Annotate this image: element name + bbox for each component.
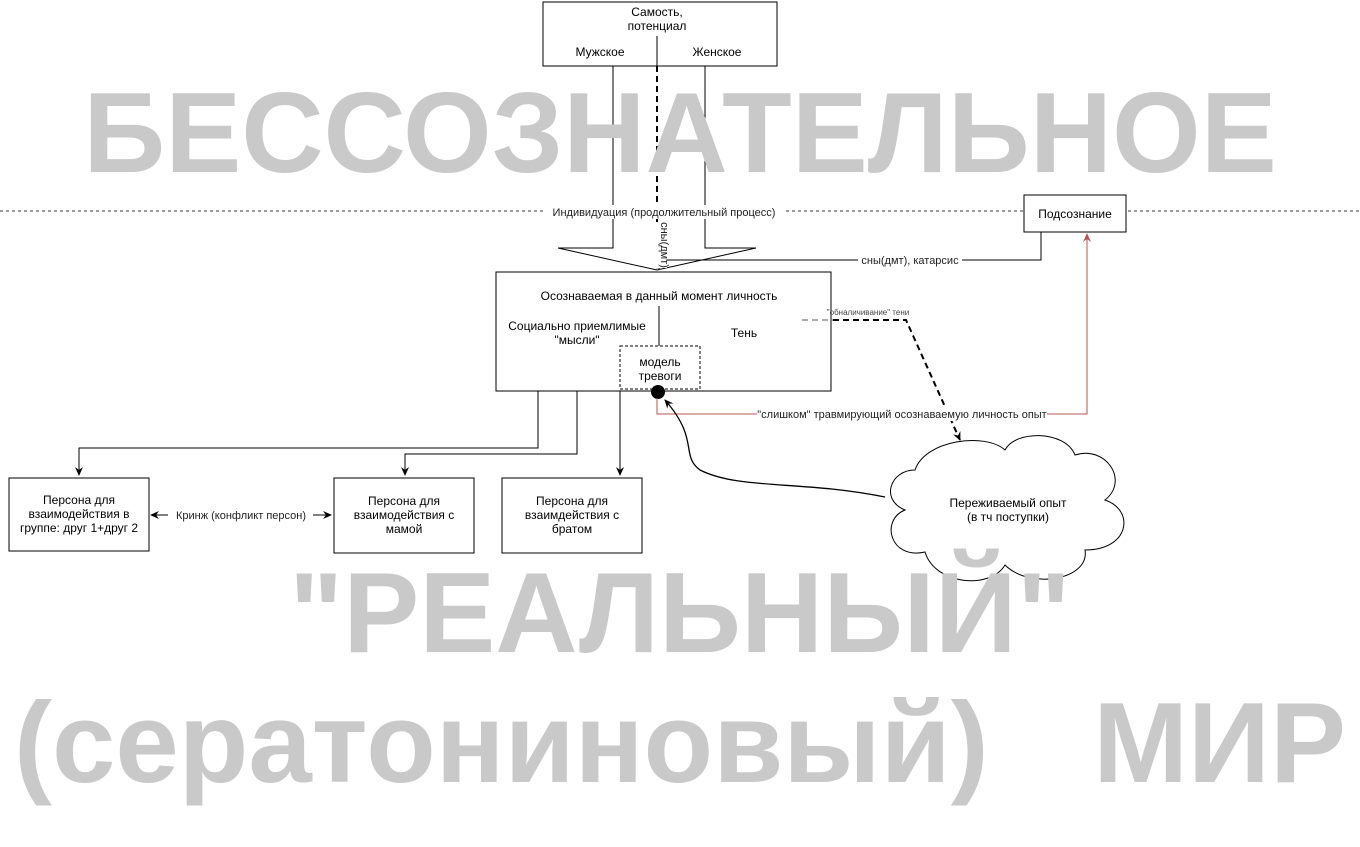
persona-group-line-2: взаимодействия в: [29, 507, 130, 521]
subconscious-box[interactable]: Подсознание: [1023, 194, 1127, 233]
anxiety-1: модель: [639, 355, 680, 369]
shadow-edge-label: "обналичивание" тени: [827, 308, 909, 317]
watermark-unconscious: БЕССОЗНАТЕЛЬНОЕ: [83, 70, 1277, 197]
persona-brother-box[interactable]: Персона для взаимдействия с братом: [501, 477, 643, 554]
subconscious-label: Подсознание: [1038, 207, 1112, 221]
persona-group-box[interactable]: Персона для взаимодействия в группе: дру…: [8, 477, 150, 552]
experience-to-anxiety-edge[interactable]: [664, 399, 886, 498]
subconscious-edge-label: сны(дмт), катарсис: [861, 255, 959, 267]
persona-mom-box[interactable]: Персона для взаимодействия с мамой: [333, 477, 475, 554]
shadow-label: Тень: [731, 326, 757, 340]
experience-cloud[interactable]: Переживаемый опыт (в тч поступки): [890, 435, 1125, 582]
watermark-serotonin: (сератониновый): [14, 680, 989, 807]
dreams-vertical-label: сны(дмт): [658, 222, 670, 268]
persona-mom-edge[interactable]: [401, 391, 578, 476]
self-box[interactable]: Самость, потенциал Мужское Женское: [542, 1, 778, 67]
persona-mom-line-1: Персона для: [368, 494, 440, 508]
conscious-title: Осознаваемая в данный момент личность: [541, 289, 778, 303]
watermark-real: "РЕАЛЬНЫЙ": [289, 549, 1071, 677]
self-male: Мужское: [575, 45, 624, 59]
individuation-arrow[interactable]: [557, 66, 757, 271]
persona-brother-line-1: Персона для: [536, 494, 608, 508]
experience-line-1: Переживаемый опыт: [949, 496, 1067, 510]
watermark-world: МИР: [1093, 680, 1346, 807]
persona-mom-line-3: мамой: [386, 522, 423, 536]
persona-mom-line-2: взаимодействия с: [354, 508, 455, 522]
persona-group-line-1: Персона для: [43, 493, 115, 507]
trauma-edge-label: "слишком" травмирующий осознаваемую личн…: [757, 409, 1046, 421]
persona-brother-line-2: взаимдействия с: [525, 508, 619, 522]
self-title-2: потенциал: [628, 19, 687, 33]
social-thoughts-1: Социально приемлимые: [508, 319, 646, 333]
social-thoughts-2: "мысли": [554, 333, 599, 347]
shadow-edge[interactable]: [833, 319, 961, 441]
self-female: Женское: [693, 45, 742, 59]
anxiety-2: тревоги: [639, 369, 682, 383]
subconscious-edge[interactable]: [658, 232, 1042, 270]
watermark: БЕССОЗНАТЕЛЬНОЕ "РЕАЛЬНЫЙ" (сератониновы…: [14, 70, 1346, 807]
persona-group-edge[interactable]: [75, 391, 539, 476]
persona-brother-line-3: братом: [552, 522, 592, 536]
conscious-personality-box[interactable]: Осознаваемая в данный момент личность Со…: [495, 271, 832, 392]
experience-line-2: (в тч поступки): [967, 510, 1049, 524]
self-title-1: Самость,: [631, 5, 682, 19]
persona-group-line-3: группе: друг 1+друг 2: [20, 521, 138, 535]
individuation-label: Индивидуация (продолжительный процесс): [553, 207, 776, 219]
anxiety-connector-dot: [651, 385, 665, 399]
anxiety-model-box[interactable]: [619, 345, 701, 390]
cringe-label: Кринж (конфликт персон): [176, 510, 306, 522]
